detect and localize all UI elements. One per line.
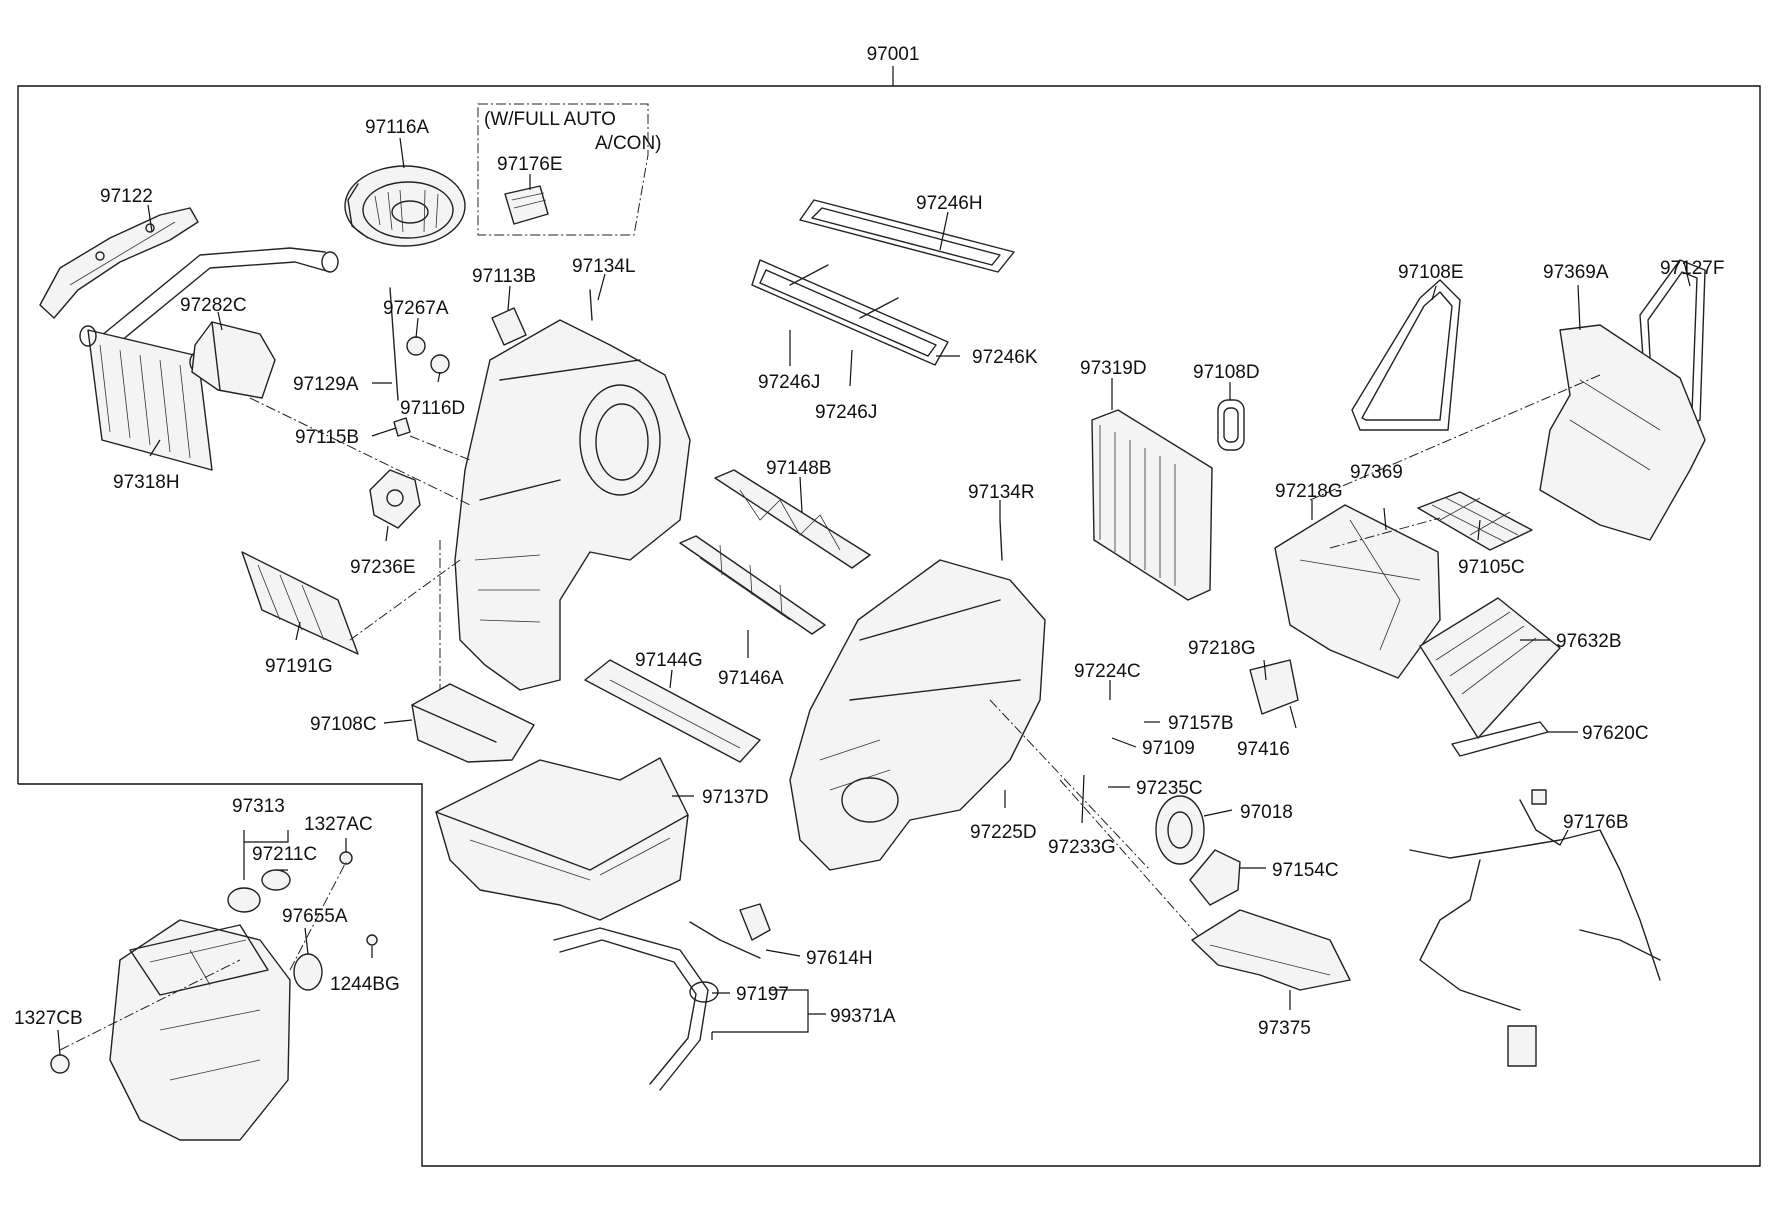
case-97369-drawing bbox=[1274, 504, 1441, 679]
seal-97108D-drawing bbox=[1217, 399, 1245, 451]
label-97134R: 97134R bbox=[968, 482, 1035, 503]
label-97246J-upper: 97246J bbox=[758, 372, 820, 393]
door-97148B-drawing bbox=[714, 469, 871, 569]
lower-case-97137D-drawing bbox=[435, 757, 689, 921]
label-1327AC: 1327AC bbox=[304, 814, 373, 835]
heater-core-drawing bbox=[79, 247, 339, 471]
main-assembly-label: 97001 bbox=[867, 44, 920, 65]
label-97225D: 97225D bbox=[970, 822, 1037, 843]
door-97146A-drawing bbox=[679, 535, 826, 635]
label-97236E: 97236E bbox=[350, 557, 416, 578]
housing-right-drawing bbox=[789, 519, 1046, 871]
pipe-bracket-drawing bbox=[39, 207, 199, 319]
leader-lines bbox=[57, 137, 1691, 1056]
filter-97105C-drawing bbox=[1417, 491, 1533, 551]
wiring-harness-drawing bbox=[1409, 789, 1661, 1067]
label-97108E: 97108E bbox=[1398, 262, 1464, 283]
filter-frame-97246H-drawing bbox=[799, 199, 1015, 273]
label-97375: 97375 bbox=[1258, 1018, 1311, 1039]
filter-frame-97246K-drawing bbox=[751, 259, 949, 366]
clip-97113B-drawing bbox=[491, 307, 527, 346]
label-97620C: 97620C bbox=[1582, 723, 1649, 744]
actuator-97018-drawing bbox=[1155, 795, 1205, 865]
label-97224C: 97224C bbox=[1074, 661, 1141, 682]
label-97176E: 97176E bbox=[497, 154, 563, 175]
inset-unit-drawing bbox=[50, 851, 378, 1141]
label-97176B: 97176B bbox=[1563, 812, 1629, 833]
note-line-2: A/CON) bbox=[595, 133, 662, 154]
label-97313: 97313 bbox=[232, 796, 285, 817]
label-97246K: 97246K bbox=[972, 347, 1038, 368]
door-97144G-drawing bbox=[584, 659, 761, 763]
label-97246H: 97246H bbox=[916, 193, 983, 214]
option-note-box bbox=[477, 103, 649, 236]
label-97113B: 97113B bbox=[472, 266, 536, 287]
blower-motor-drawing bbox=[344, 165, 466, 247]
drain-tube-drawing bbox=[553, 927, 719, 1091]
core-97191G-drawing bbox=[241, 551, 359, 655]
label-97369A: 97369A bbox=[1543, 262, 1609, 283]
label-97235C: 97235C bbox=[1136, 778, 1203, 799]
label-97154C: 97154C bbox=[1272, 860, 1339, 881]
label-97115B: 97115B bbox=[295, 427, 359, 448]
label-97319D: 97319D bbox=[1080, 358, 1147, 379]
label-97018: 97018 bbox=[1240, 802, 1293, 823]
actuator-97154C-drawing bbox=[1189, 849, 1241, 906]
label-97122: 97122 bbox=[100, 186, 153, 207]
gasket-97108E-drawing bbox=[1351, 279, 1461, 431]
label-97233G: 97233G bbox=[1048, 837, 1116, 858]
cover-97620C-drawing bbox=[1451, 721, 1549, 757]
label-97191G: 97191G bbox=[265, 656, 333, 677]
label-97218G-upper: 97218G bbox=[1275, 481, 1343, 502]
label-1327CB: 1327CB bbox=[14, 1008, 83, 1029]
label-97108C: 97108C bbox=[310, 714, 377, 735]
label-97246J-lower: 97246J bbox=[815, 402, 877, 423]
part-labels: 97116A 97176E 97122 97282C 97318H 97113B… bbox=[14, 117, 1724, 1039]
sensor-97614H-drawing bbox=[689, 903, 771, 959]
label-97211C: 97211C bbox=[252, 844, 317, 865]
label-97267A: 97267A bbox=[383, 298, 449, 319]
label-97116A: 97116A bbox=[365, 117, 429, 138]
filter-97632B-drawing bbox=[1419, 597, 1561, 739]
small-parts-drawing bbox=[389, 287, 450, 437]
label-97318H: 97318H bbox=[113, 472, 180, 493]
label-97614H: 97614H bbox=[806, 948, 873, 969]
label-97129A: 97129A bbox=[293, 374, 359, 395]
label-97105C: 97105C bbox=[1458, 557, 1525, 578]
actuator-97282C-drawing bbox=[191, 321, 276, 399]
label-1244BG: 1244BG bbox=[330, 974, 400, 995]
label-99371A: 99371A bbox=[830, 1006, 896, 1027]
case-97369A-drawing bbox=[1539, 324, 1706, 541]
label-97144G: 97144G bbox=[635, 650, 703, 671]
label-97197: 97197 bbox=[736, 984, 789, 1005]
actuator-97236E-drawing bbox=[369, 469, 421, 529]
label-97108D: 97108D bbox=[1193, 362, 1260, 383]
label-97116D: 97116D bbox=[400, 398, 465, 419]
label-97109: 97109 bbox=[1142, 738, 1195, 759]
assembly-frame bbox=[17, 66, 1761, 1167]
alignment-lines bbox=[59, 374, 1601, 1051]
label-97369: 97369 bbox=[1350, 462, 1403, 483]
label-97127F: 97127F bbox=[1660, 258, 1724, 279]
label-97282C: 97282C bbox=[180, 295, 247, 316]
actuator-97416-drawing bbox=[1249, 659, 1299, 715]
evaporator-drawing bbox=[1091, 409, 1213, 601]
label-97157B: 97157B bbox=[1168, 713, 1234, 734]
label-97218G-lower: 97218G bbox=[1188, 638, 1256, 659]
label-97137D: 97137D bbox=[702, 787, 769, 808]
label-97146A: 97146A bbox=[718, 668, 784, 689]
note-line-1: (W/FULL AUTO bbox=[484, 109, 616, 130]
label-97148B: 97148B bbox=[766, 458, 832, 479]
label-97134L: 97134L bbox=[572, 256, 635, 277]
housing-left-drawing bbox=[454, 289, 691, 691]
tray-97108C-drawing bbox=[411, 683, 535, 763]
duct-97375-drawing bbox=[1191, 909, 1351, 991]
label-97655A: 97655A bbox=[282, 906, 348, 927]
label-97416: 97416 bbox=[1237, 739, 1290, 760]
label-97632B: 97632B bbox=[1556, 631, 1622, 652]
resistor-drawing bbox=[504, 185, 549, 225]
